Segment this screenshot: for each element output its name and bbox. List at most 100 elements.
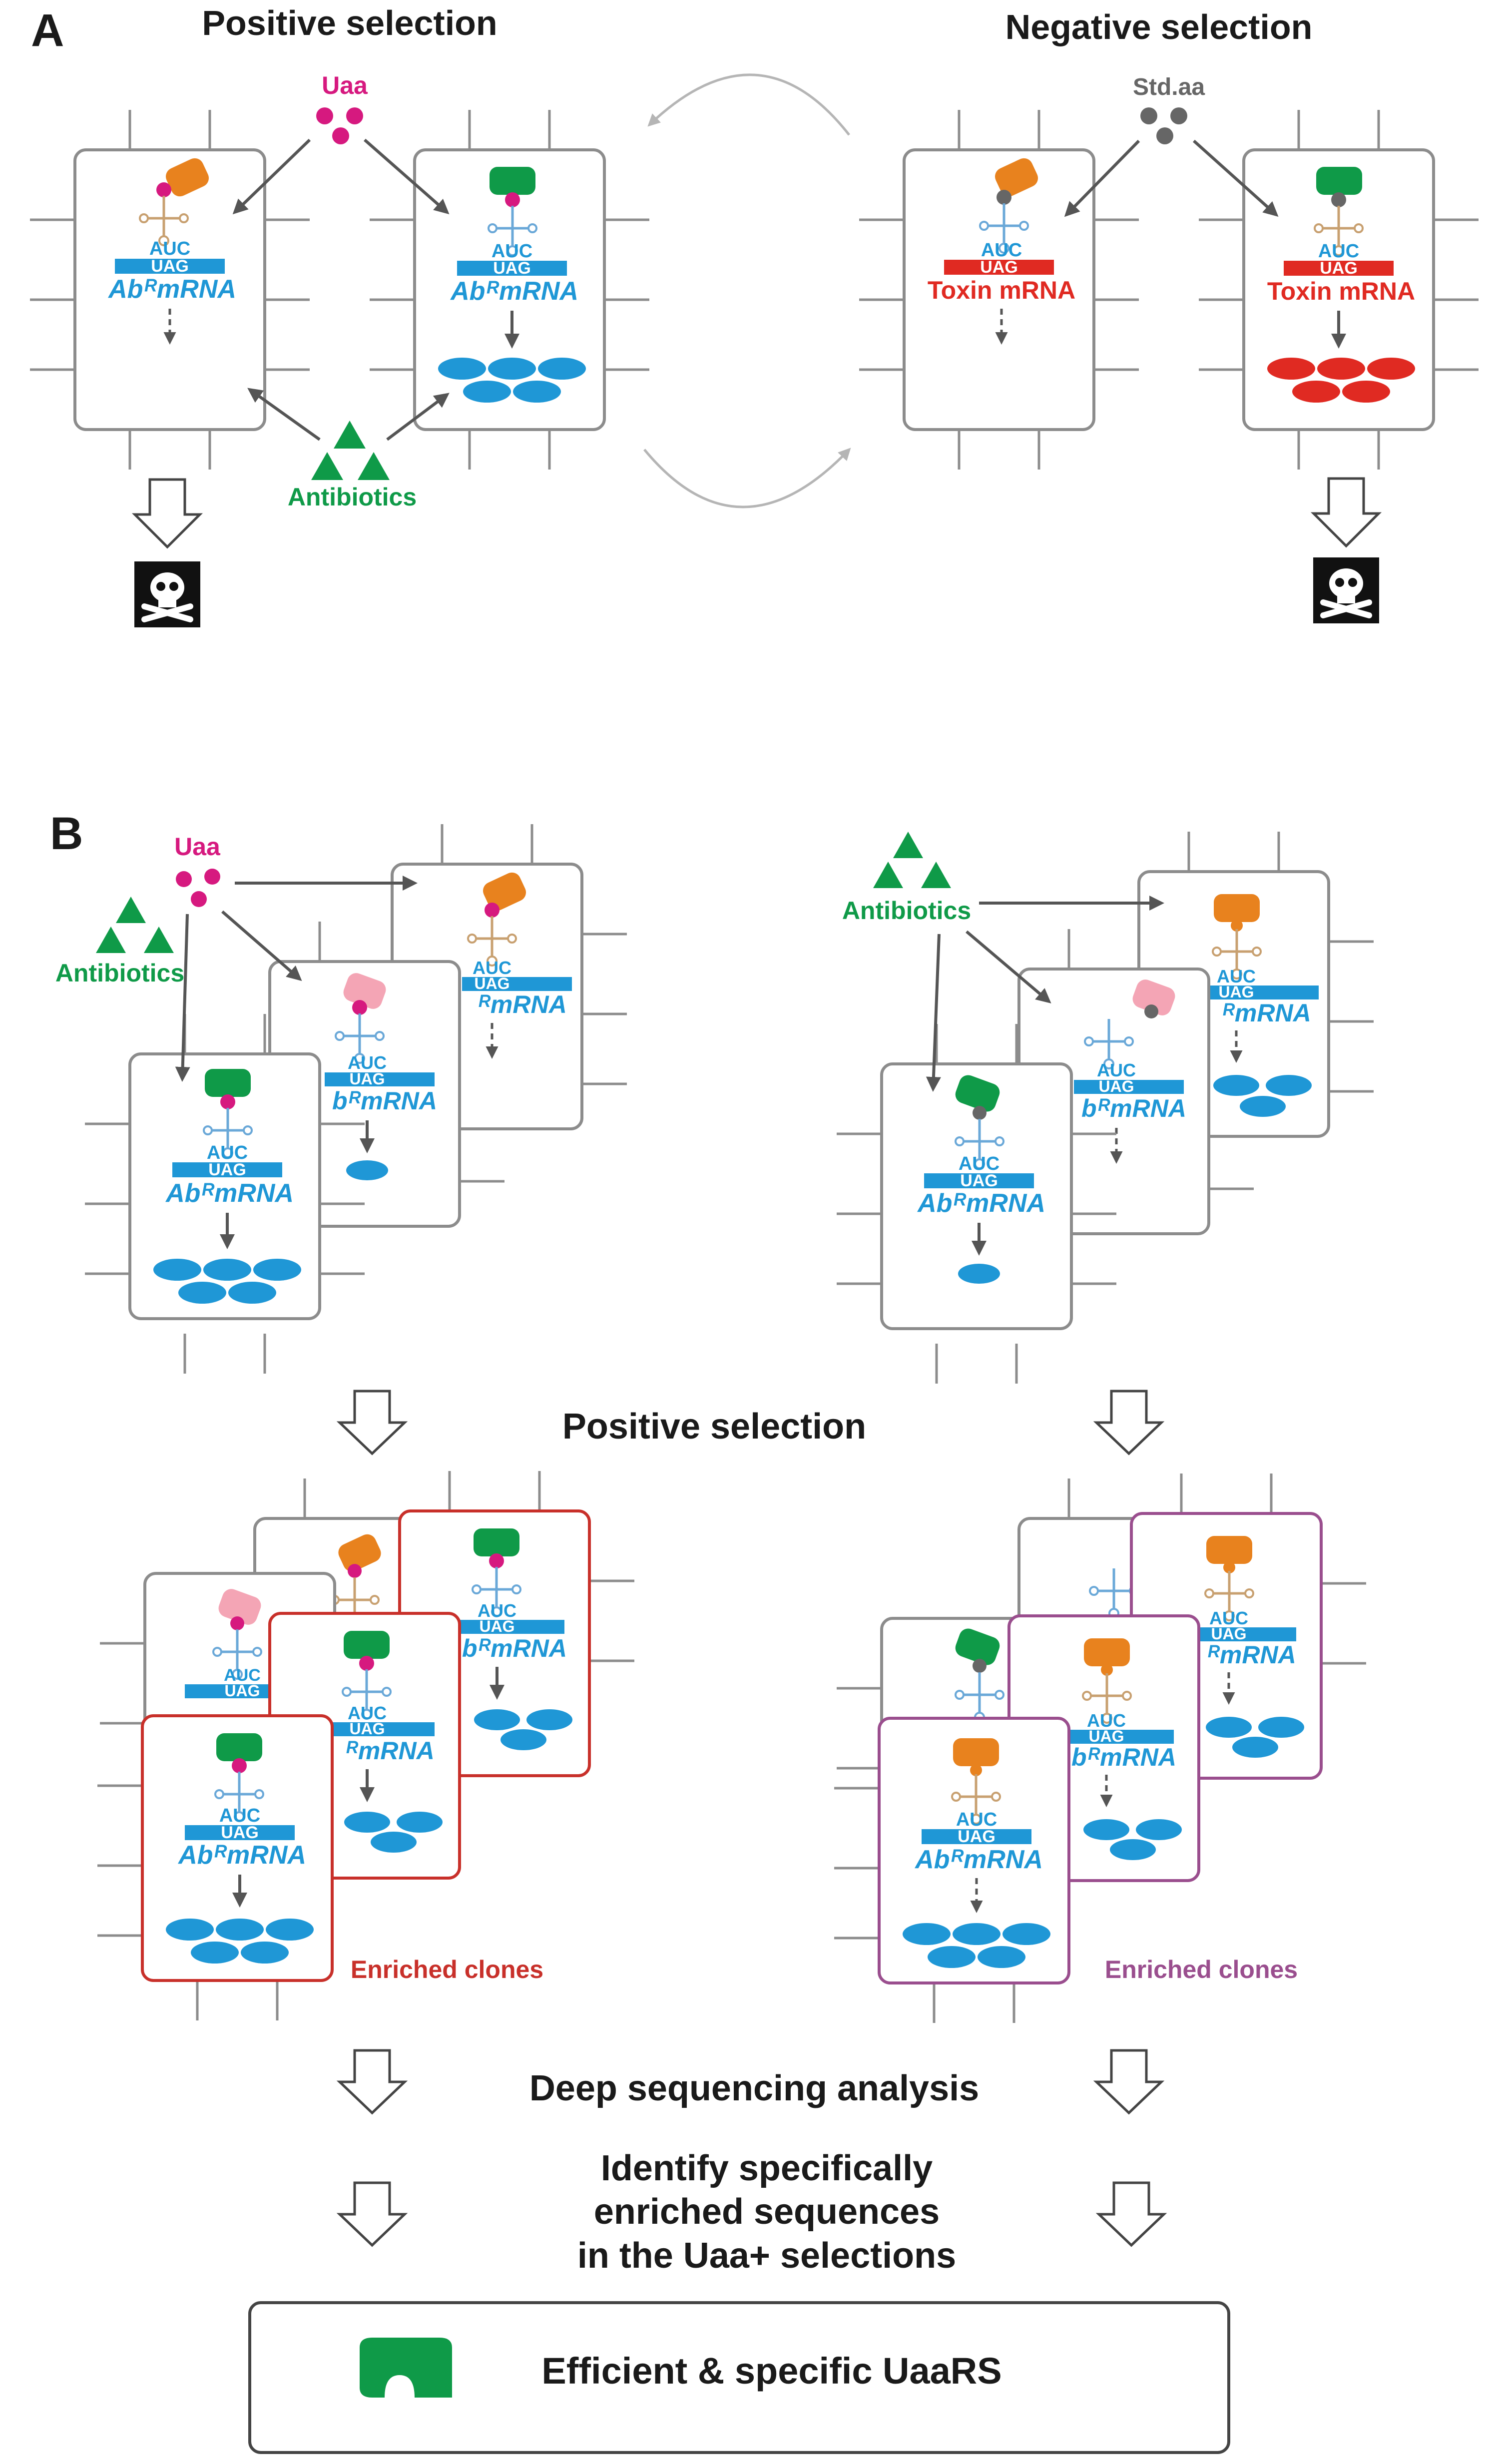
ab-mrna-label: AbᴿmRNA <box>107 275 236 304</box>
down-arrow-right-3 <box>1095 2181 1167 2247</box>
identify-line-2: enriched sequences <box>594 2192 940 2232</box>
svg-text:ᴿmRNA: ᴿmRNA <box>1221 999 1311 1027</box>
svg-text:AUC: AUC <box>956 1809 997 1830</box>
svg-text:AUC: AUC <box>478 1600 516 1621</box>
cycle-arrow-top <box>647 73 850 136</box>
svg-text:AbᴿmRNA: AbᴿmRNA <box>165 1179 294 1208</box>
uaa-molecules <box>176 869 220 907</box>
down-arrow-right-1 <box>1093 1390 1165 1456</box>
svg-text:UAG: UAG <box>1211 1625 1246 1643</box>
svg-text:UAG: UAG <box>151 257 189 276</box>
svg-text:UAG: UAG <box>958 1827 996 1846</box>
deep-sequencing-label: Deep sequencing analysis <box>529 2068 979 2108</box>
svg-text:AUC: AUC <box>219 1805 260 1826</box>
svg-text:AUC: AUC <box>981 240 1022 261</box>
panel-b-right-arrows <box>926 896 1164 1092</box>
svg-text:AbᴿmRNA: AbᴿmRNA <box>177 1841 306 1870</box>
svg-text:UAG: UAG <box>960 1171 998 1190</box>
svg-text:AUC: AUC <box>1217 966 1256 986</box>
panel-a-arrows <box>232 138 1279 441</box>
svg-text:bᴿmRNA: bᴿmRNA <box>1071 1743 1176 1771</box>
svg-text:UAG: UAG <box>474 975 509 992</box>
svg-text:AUC: AUC <box>1209 1608 1248 1628</box>
svg-text:UAG: UAG <box>980 258 1018 277</box>
svg-text:AUC: AUC <box>1318 241 1359 262</box>
svg-text:bᴿmRNA: bᴿmRNA <box>332 1087 437 1115</box>
svg-text:bᴿmRNA: bᴿmRNA <box>462 1634 567 1662</box>
uaars-icon <box>360 2338 452 2398</box>
cell-positive-1: AUC UAG AbᴿmRNA <box>30 110 310 470</box>
down-arrow-left-3 <box>336 2181 408 2247</box>
std-aa-molecules <box>1140 107 1187 144</box>
positive-selection-title: Positive selection <box>202 3 497 42</box>
svg-text:UAG: UAG <box>224 1682 260 1700</box>
svg-text:AUC: AUC <box>149 238 190 259</box>
svg-text:AUC: AUC <box>473 958 511 978</box>
uaa-label: Uaa <box>174 833 221 861</box>
synthetase-orange <box>165 158 209 197</box>
svg-text:UAG: UAG <box>1098 1077 1134 1095</box>
cell-b-left-front: AUC UAG AbᴿmRNA <box>85 1014 365 1374</box>
uaa-molecules <box>316 107 363 144</box>
svg-text:ᴿmRNA: ᴿmRNA <box>1206 1641 1296 1669</box>
enriched-clones-right: Enriched clones <box>1105 1956 1298 1983</box>
std-aa-label: Std.aa <box>1133 74 1205 100</box>
antibiotics-triangles <box>96 897 174 953</box>
enriched-stack-right: AUC UAG ᴿmRNA AUC UAG bᴿmRNA AUC <box>834 1474 1366 2023</box>
uaa-label: Uaa <box>322 71 368 99</box>
down-arrow-left-2 <box>336 2049 408 2115</box>
svg-text:bᴿmRNA: bᴿmRNA <box>1081 1094 1186 1122</box>
svg-text:AUC: AUC <box>959 1153 1000 1174</box>
svg-text:AUC: AUC <box>1087 1710 1126 1731</box>
uaa-charged <box>156 182 171 197</box>
svg-text:AUC: AUC <box>348 1052 387 1073</box>
svg-text:Toxin mRNA: Toxin mRNA <box>1267 277 1415 305</box>
svg-text:AbᴿmRNA: AbᴿmRNA <box>450 277 578 306</box>
down-arrow-left-1 <box>336 1390 408 1456</box>
positive-selection-label: Positive selection <box>562 1407 866 1447</box>
panel-a-label: A <box>31 5 64 56</box>
svg-text:AbᴿmRNA: AbᴿmRNA <box>914 1845 1043 1874</box>
identify-line-3: in the Uaa+ selections <box>577 2236 956 2276</box>
svg-text:UAG: UAG <box>349 1070 385 1088</box>
svg-text:UAG: UAG <box>221 1823 259 1842</box>
svg-text:AUC: AUC <box>207 1142 248 1163</box>
identify-line-1: Identify specifically <box>601 2148 933 2188</box>
result-label: Efficient & specific UaaRS <box>541 2350 1002 2392</box>
cell-b-right-front: AUC UAG AbᴿmRNA <box>837 1024 1116 1384</box>
negative-selection-title: Negative selection <box>1005 7 1313 46</box>
skull-icon <box>1313 557 1379 623</box>
panel-b-label: B <box>50 808 83 859</box>
synthetase-green <box>490 167 535 195</box>
death-arrow-left <box>131 478 203 549</box>
svg-text:AUC: AUC <box>492 241 532 262</box>
svg-text:UAG: UAG <box>1088 1727 1124 1745</box>
antibiotics-triangles <box>311 421 390 480</box>
antibiotics-label-left: Antibiotics <box>55 959 184 987</box>
svg-text:AUC: AUC <box>224 1666 261 1685</box>
svg-text:UAG: UAG <box>493 259 531 278</box>
svg-text:UAG: UAG <box>208 1160 246 1179</box>
antibiotics-label: Antibiotics <box>288 483 417 511</box>
svg-text:UAG: UAG <box>1218 983 1254 1001</box>
svg-text:UAG: UAG <box>349 1720 385 1738</box>
toxin-mrna-label: Toxin mRNA <box>928 276 1075 304</box>
svg-text:AUC: AUC <box>348 1703 387 1723</box>
svg-text:AbᴿmRNA: AbᴿmRNA <box>917 1189 1045 1218</box>
down-arrow-right-2 <box>1093 2049 1165 2115</box>
skull-icon <box>134 561 200 627</box>
cycle-arrow-bottom <box>643 448 851 508</box>
cell-positive-2: AUC UAG AbᴿmRNA <box>370 110 649 470</box>
svg-text:UAG: UAG <box>1320 259 1358 278</box>
svg-text:UAG: UAG <box>479 1617 514 1635</box>
cell-negative-2: AUC UAG Toxin mRNA <box>1199 110 1479 470</box>
antibiotics-triangles <box>873 832 951 888</box>
svg-text:ᴿmRNA: ᴿmRNA <box>345 1737 434 1765</box>
toxin-products <box>1267 358 1415 403</box>
enriched-clones-left: Enriched clones <box>351 1956 543 1983</box>
cell-negative-1: AUC UAG Toxin mRNA <box>859 110 1139 470</box>
enriched-stack-left: AUC UAG AUC UAG bᴿmRNA AUC UAG ᴿm <box>97 1471 634 2020</box>
svg-text:ᴿmRNA: ᴿmRNA <box>477 990 566 1018</box>
protein-products <box>438 358 586 403</box>
panel-b-left-arrows <box>175 876 418 1082</box>
